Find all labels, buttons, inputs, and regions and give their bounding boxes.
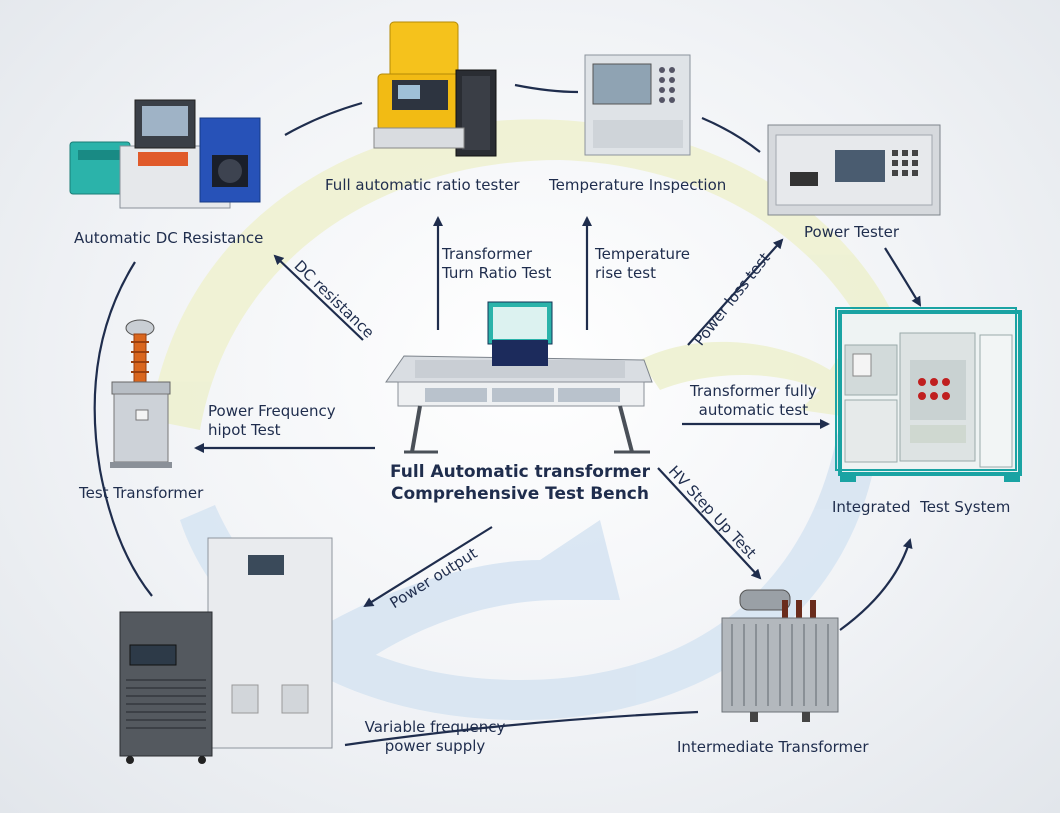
turn-ratio-line1: Transformer [442, 245, 533, 263]
ratio-tester-label: Full automatic ratio tester [325, 176, 520, 194]
temp-rise-line1: Temperature [595, 245, 691, 263]
fully-auto-arrow-label: Transformer fully automatic test [690, 382, 817, 420]
connector-arrows [93, 83, 922, 747]
fully-auto-line1: Transformer fully [690, 382, 817, 400]
test-transformer-image [110, 319, 172, 468]
ratio-tester-image [373, 21, 497, 157]
background-swirl [150, 119, 900, 720]
temperature-inspection-label: Temperature Inspection [549, 176, 727, 194]
fully-auto-line2: automatic test [698, 401, 809, 419]
test-transformer-label: Test Transformer [79, 484, 204, 502]
power-tester-label: Power Tester [804, 223, 900, 241]
integrated-test-system-label: Integrated Test System [832, 498, 1011, 516]
temperature-inspection-image [584, 54, 691, 156]
center-title-line1: Full Automatic transformer [390, 462, 650, 482]
dc-resistance-tester-image [69, 99, 261, 209]
hipot-line2: hipot Test [208, 421, 281, 439]
vf-power-supply-image [119, 537, 333, 764]
vf-power-supply-label-line1: Variable frequency [364, 718, 506, 736]
vf-power-supply-label: Variable frequency power supply [360, 718, 510, 756]
temp-rise-line2: rise test [595, 264, 656, 282]
temp-rise-arrow-label: Temperature rise test [595, 245, 690, 283]
intermediate-transformer-image [721, 589, 839, 722]
turn-ratio-arrow-label: Transformer Turn Ratio Test [442, 245, 551, 283]
power-tester-image [767, 124, 941, 216]
intermediate-transformer-label: Intermediate Transformer [677, 738, 869, 756]
test-bench-image [385, 301, 653, 454]
center-bench-title: Full Automatic transformer Comprehensive… [375, 461, 665, 505]
integrated-test-system-image [835, 307, 1022, 482]
hipot-arrow-label: Power Frequency hipot Test [208, 402, 336, 440]
dc-resistance-label: Automatic DC Resistance [74, 229, 264, 247]
center-title-line2: Comprehensive Test Bench [391, 484, 649, 504]
hipot-line1: Power Frequency [208, 402, 336, 420]
vf-power-supply-label-line2: power supply [384, 737, 486, 755]
turn-ratio-line2: Turn Ratio Test [442, 264, 552, 282]
